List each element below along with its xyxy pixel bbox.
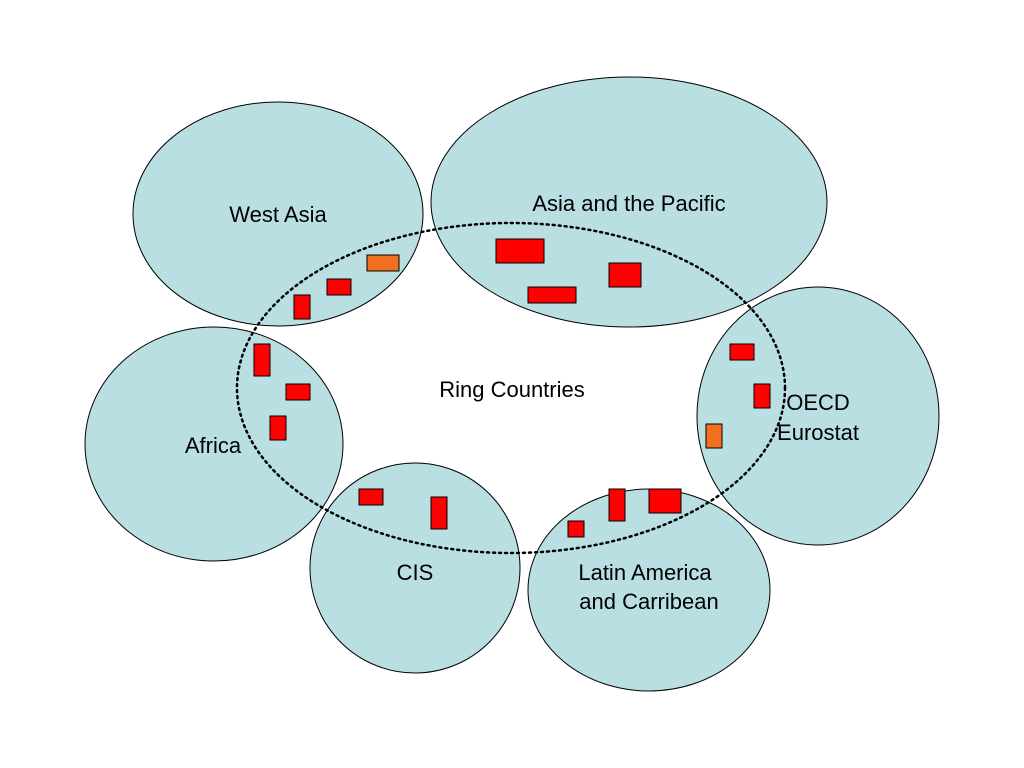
marker-africa-1 — [253, 343, 271, 377]
label-asia-pacific: Asia and the Pacific — [532, 191, 725, 216]
marker-cis-2 — [430, 496, 448, 530]
marker-asia-pacific-2 — [527, 286, 577, 304]
label-oecd: OECD — [786, 390, 850, 415]
marker-oecd-2 — [753, 383, 771, 409]
label-carribean: and Carribean — [579, 589, 718, 614]
marker-latam-1 — [567, 520, 585, 538]
label-latin-america: Latin America — [578, 560, 712, 585]
ring-countries-outline — [235, 221, 787, 555]
region-oecd-eurostat — [696, 286, 940, 546]
marker-cis-1 — [358, 488, 384, 506]
marker-asia-pacific-3 — [608, 262, 642, 288]
region-west-asia — [132, 101, 424, 327]
marker-latam-2 — [608, 488, 626, 522]
marker-west-asia-1 — [293, 294, 311, 320]
marker-latam-3 — [648, 488, 682, 514]
region-asia-pacific — [430, 76, 828, 328]
marker-west-asia-2 — [326, 278, 352, 296]
label-west-asia: West Asia — [229, 202, 327, 227]
region-africa — [84, 326, 344, 562]
label-cis: CIS — [397, 560, 434, 585]
marker-africa-2 — [285, 383, 311, 401]
marker-asia-pacific-1 — [495, 238, 545, 264]
label-eurostat: Eurostat — [777, 420, 859, 445]
label-ring-countries: Ring Countries — [439, 377, 585, 402]
marker-oecd-3 — [705, 423, 723, 449]
region-cis — [309, 462, 521, 674]
marker-africa-3 — [269, 415, 287, 441]
marker-west-asia-3 — [366, 254, 400, 272]
marker-oecd-1 — [729, 343, 755, 361]
label-africa: Africa — [185, 433, 242, 458]
